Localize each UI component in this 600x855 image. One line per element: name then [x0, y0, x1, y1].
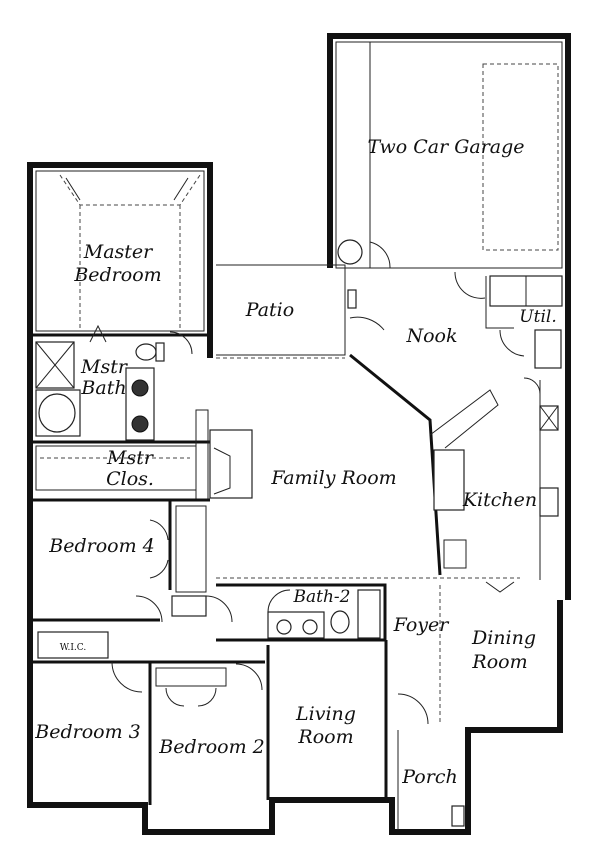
fireplace-icon [209, 429, 253, 499]
bath-2 [216, 583, 387, 642]
garage-label: Two Car Garage [367, 136, 524, 158]
toilet-icon [330, 610, 350, 634]
bedroom3-label: Bedroom 3 [34, 721, 140, 743]
water-heater-icon [337, 239, 363, 265]
sink-icon [131, 415, 149, 433]
master-bath [30, 324, 210, 444]
patio-label: Patio [245, 299, 294, 321]
porch-label: Porch [401, 766, 457, 788]
bedroom2-label: Bedroom 2 [158, 736, 264, 758]
nook-label: Nook [405, 325, 457, 347]
garage [335, 41, 563, 299]
cooktop-icon [433, 449, 465, 511]
living-label-1: Living [295, 703, 356, 725]
walk-in-closet [30, 631, 112, 664]
wic-label: W.I.C. [60, 643, 87, 653]
foyer-dining [397, 581, 515, 725]
foyer-label: Foyer [393, 614, 451, 636]
sink-icon [276, 619, 292, 635]
fireplace [209, 429, 253, 499]
kitchen-label: Kitchen [462, 489, 537, 511]
utility-label: Util. [519, 307, 556, 327]
tub-icon [357, 589, 381, 639]
living-label-2: Room [297, 726, 353, 748]
patio [216, 264, 385, 359]
master-closet-label-1: Mstr [106, 447, 155, 469]
family-room-label: Family Room [270, 467, 396, 489]
bath2-label: Bath-2 [293, 587, 351, 607]
bedroom4-label: Bedroom 4 [48, 535, 154, 557]
lower-bedrooms [111, 640, 388, 805]
exterior-walls [27, 33, 571, 835]
master-closet-label-2: Clos. [106, 468, 154, 490]
sink-icon [131, 379, 149, 397]
master-closet [30, 409, 210, 502]
master-bedroom [30, 170, 210, 337]
oven-icon [539, 487, 559, 517]
master-bath-label-1: Mstr [80, 356, 129, 378]
dining-label-2: Room [471, 651, 527, 673]
master-bath-label-2: Bath [80, 377, 126, 399]
master-bedroom-label-2: Bedroom [73, 264, 161, 286]
toilet-icon [135, 343, 157, 361]
utility [485, 275, 563, 395]
room-labels: Two Car Garage Master Bedroom Patio Nook… [34, 136, 556, 788]
bedroom-4 [30, 500, 233, 623]
sink-icon [302, 619, 318, 635]
master-bedroom-label-1: Master [83, 241, 154, 263]
porch [451, 805, 465, 827]
dining-label-1: Dining [471, 627, 536, 649]
family-room [216, 353, 559, 580]
